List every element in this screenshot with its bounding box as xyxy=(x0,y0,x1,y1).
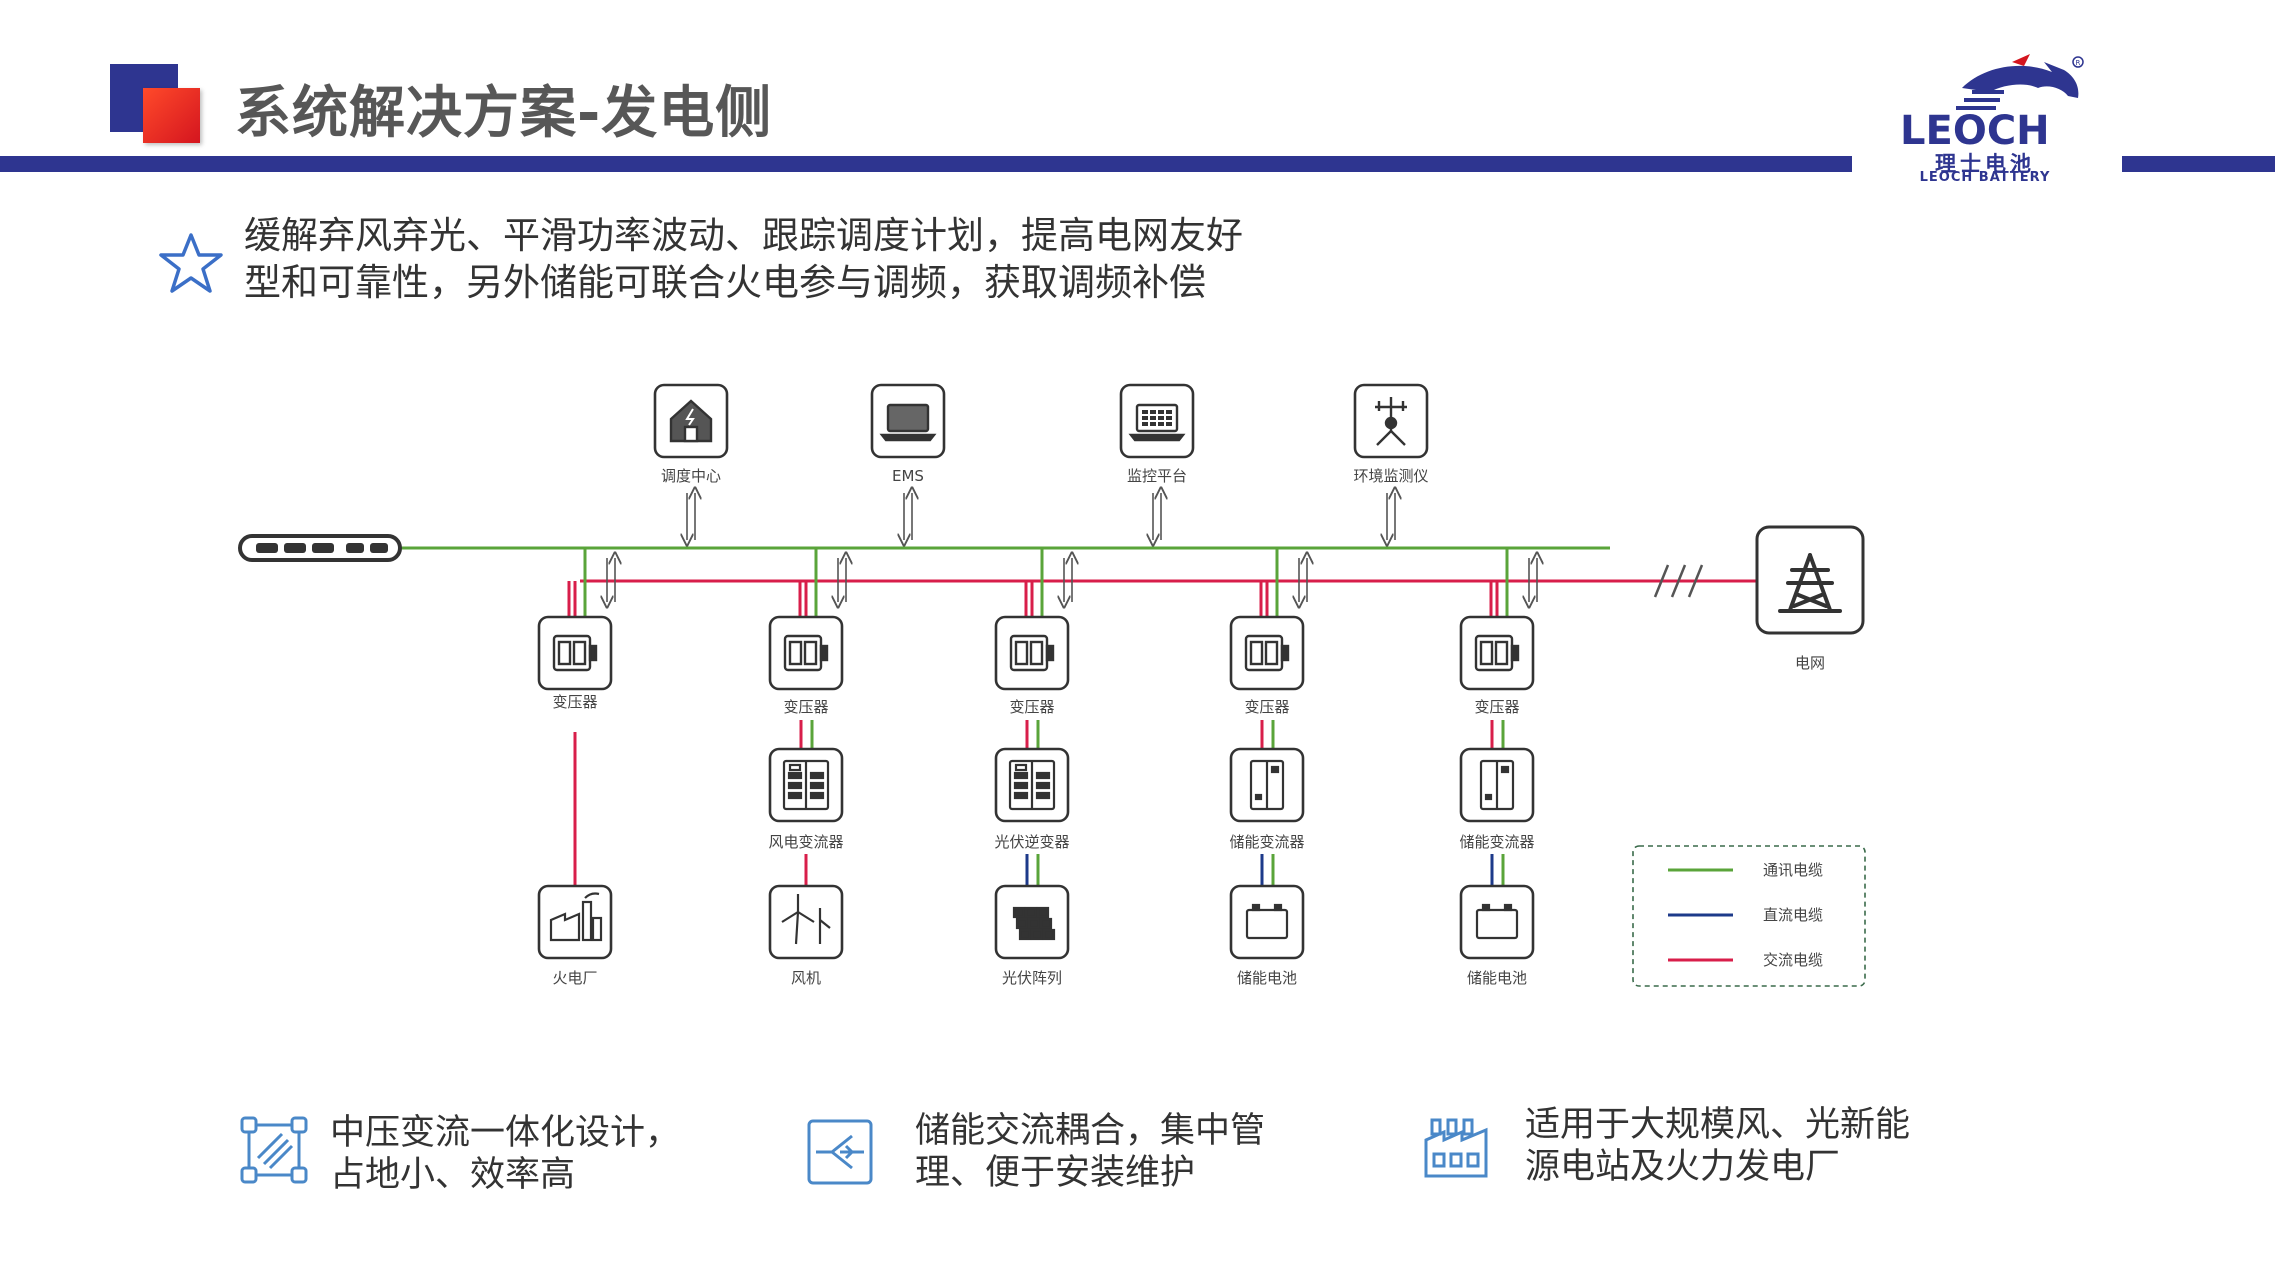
top-node: 监控平台 xyxy=(1119,383,1195,540)
ac-coupling-icon xyxy=(807,1119,873,1185)
converter-label: 储能变流器 xyxy=(1229,833,1304,851)
wind-turbine-icon xyxy=(781,894,831,945)
page-title: 系统解决方案-发电侧 xyxy=(235,81,773,146)
transformer-icon xyxy=(552,634,598,672)
power-grid-node xyxy=(1755,525,1865,635)
transformer-label: 变压器 xyxy=(1244,698,1289,716)
grid-label: 电网 xyxy=(1795,654,1825,672)
title-underline-bar-right xyxy=(2122,156,2275,172)
svg-text:LEOCH: LEOCH xyxy=(1900,108,2050,154)
leoch-logo: LEOCH R xyxy=(1900,54,2084,154)
feature-1-line-2: 占地小、效率高 xyxy=(330,1155,576,1195)
dispatch-center-icon xyxy=(669,399,713,443)
storage-converter-icon xyxy=(1249,759,1285,811)
legend-label: 直流电缆 xyxy=(1763,906,1823,924)
intro-text: 缓解弃风弃光、平滑功率波动、跟踪调度计划，提高电网友好 型和可靠性，另外储能可联… xyxy=(244,212,1344,306)
converter-label: 光伏逆变器 xyxy=(994,833,1069,851)
logo-english-text: LEOCH BATTERY xyxy=(1919,170,2051,185)
transformer-icon xyxy=(1474,634,1520,672)
top-node-label: 环境监测仪 xyxy=(1353,467,1428,485)
factory-icon xyxy=(1424,1118,1488,1178)
transformer-label: 变压器 xyxy=(783,698,828,716)
transmission-tower-icon xyxy=(1778,553,1842,613)
feature-3-line-2: 源电站及火力发电厂 xyxy=(1525,1147,1841,1187)
logo-chinese-text: 理士电池 xyxy=(1935,152,2035,176)
battery-icon xyxy=(1475,903,1519,940)
busbar-icon xyxy=(238,534,402,562)
top-node: 环境监测仪 xyxy=(1353,383,1429,540)
transformer-label: 变压器 xyxy=(1009,698,1054,716)
inverter-icon xyxy=(1008,759,1056,811)
pv-array-icon xyxy=(1012,906,1056,941)
top-node-label: EMS xyxy=(892,467,924,485)
inverter-icon xyxy=(782,759,830,811)
intro-line-2: 型和可靠性，另外储能可联合火电参与调频，获取调频补偿 xyxy=(244,261,1206,304)
laptop-icon xyxy=(879,403,937,442)
top-node: EMS xyxy=(870,383,946,540)
intro-line-1: 缓解弃风弃光、平滑功率波动、跟踪调度计划，提高电网友好 xyxy=(244,214,1243,257)
top-node: 调度中心 xyxy=(653,383,729,540)
legend-label: 通讯电缆 xyxy=(1763,861,1823,879)
monitor-platform-icon xyxy=(1128,403,1186,442)
converter-label: 储能变流器 xyxy=(1459,833,1534,851)
legend-item: 通讯电缆 xyxy=(1668,861,1823,879)
battery-icon xyxy=(1245,903,1289,940)
transformer-label: 变压器 xyxy=(1474,698,1519,716)
top-node-label: 调度中心 xyxy=(661,467,721,485)
feature-3-text: 适用于大规模风、光新能 源电站及火力发电厂 xyxy=(1525,1104,1925,1188)
weather-station-icon xyxy=(1375,397,1407,446)
transformer-icon xyxy=(783,634,829,672)
converter-label: 风电变流器 xyxy=(768,833,843,851)
feature-2-line-2: 理、便于安装维护 xyxy=(915,1153,1196,1193)
source-label: 储能电池 xyxy=(1237,969,1297,987)
title-decoration-red xyxy=(143,88,200,143)
transformer-label: 变压器 xyxy=(552,693,597,711)
feature-2-text: 储能交流耦合，集中管 理、便于安装维护 xyxy=(915,1110,1275,1194)
storage-converter-icon xyxy=(1479,759,1515,811)
source-label: 储能电池 xyxy=(1467,969,1527,987)
source-label: 光伏阵列 xyxy=(1002,969,1062,987)
feature-1-text: 中压变流一体化设计， 占地小、效率高 xyxy=(330,1112,690,1196)
legend-label: 交流电缆 xyxy=(1763,951,1823,969)
top-node-label: 监控平台 xyxy=(1127,467,1187,485)
title-underline-bar xyxy=(0,156,1852,172)
svg-text:R: R xyxy=(2076,59,2081,67)
feature-2-line-1: 储能交流耦合，集中管 xyxy=(915,1111,1266,1151)
integrated-design-icon xyxy=(240,1116,308,1184)
power-plant-icon xyxy=(549,892,603,942)
grid-break-mark xyxy=(1653,564,1704,598)
legend-item: 直流电缆 xyxy=(1668,906,1823,924)
transformer-icon xyxy=(1244,634,1290,672)
source-label: 风机 xyxy=(791,969,821,987)
star-icon xyxy=(159,233,223,293)
feature-1-line-1: 中压变流一体化设计， xyxy=(330,1113,681,1153)
source-label: 火电厂 xyxy=(552,969,597,987)
legend-item: 交流电缆 xyxy=(1668,951,1823,969)
transformer-icon xyxy=(1009,634,1055,672)
feature-3-line-1: 适用于大规模风、光新能 xyxy=(1525,1105,1911,1145)
